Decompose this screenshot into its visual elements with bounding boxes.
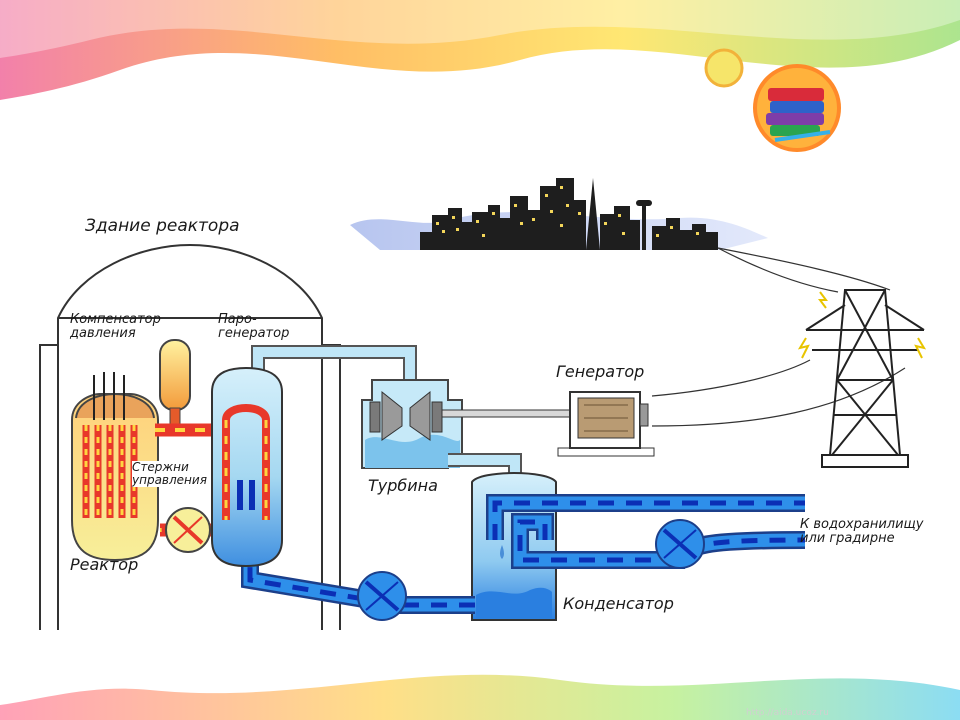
feedwater-pump-icon: [357, 571, 407, 621]
steam-generator-label: Паро- генератор: [218, 312, 290, 341]
turbine-label: Турбина: [368, 476, 438, 495]
cooling-outlet-label: К водохранилищу или градирне: [800, 517, 924, 546]
primary-pump-icon: [165, 507, 211, 553]
top-decor: [0, 0, 960, 100]
city-skyline-icon: [350, 178, 768, 250]
cooling-pump-icon: [655, 519, 705, 569]
sun-circle: [704, 48, 744, 88]
turbine: [361, 379, 463, 469]
control-rods-label: Стержни управления: [132, 460, 207, 487]
generator: [441, 391, 655, 457]
steam-generator: [211, 366, 283, 568]
reactor-vessel: [71, 372, 159, 562]
power-lines: [651, 247, 906, 427]
bottom-decor: [0, 674, 960, 720]
generator-label: Генератор: [556, 362, 645, 381]
cooling-water-loop: [486, 494, 806, 569]
pressurizer-label: Компенсатор давления: [70, 312, 161, 341]
pressurizer: [159, 339, 191, 427]
condenser-label: Конденсатор: [563, 594, 674, 613]
watermark: http://aida.ucoz.ru: [746, 708, 829, 718]
feedwater-loop: [241, 555, 475, 614]
transmission-tower-icon: [797, 289, 927, 468]
steam-pipe: [251, 345, 417, 380]
building-label: Здание реактора: [85, 216, 240, 236]
books-icon: [753, 64, 841, 152]
reactor-label: Реактор: [70, 555, 139, 574]
